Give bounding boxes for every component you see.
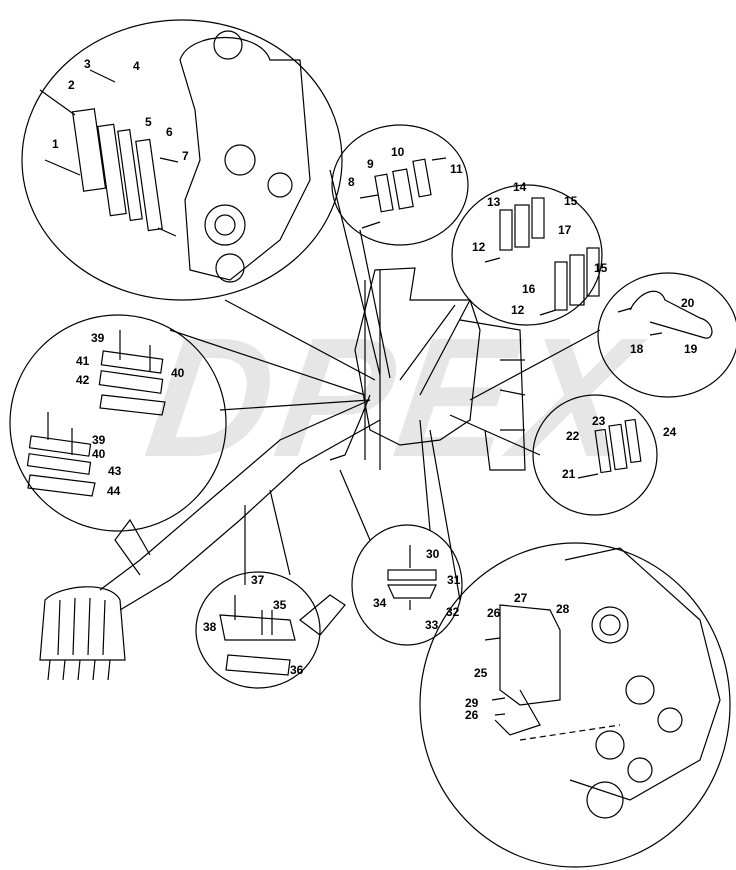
callout-3: 3	[84, 57, 91, 71]
callout-23: 23	[592, 414, 606, 428]
callout-30: 30	[426, 547, 440, 561]
detail-circle-left	[9, 314, 227, 532]
callout-41: 41	[76, 354, 90, 368]
part-1-plate	[71, 108, 107, 192]
callout-42: 42	[76, 373, 90, 387]
callout-8: 8	[348, 175, 355, 189]
callout-38: 38	[203, 620, 217, 634]
callout-4: 4	[133, 59, 140, 73]
callout-22: 22	[566, 429, 580, 443]
callout-31: 31	[447, 573, 461, 587]
callout-1: 1	[52, 137, 59, 151]
callout-2: 2	[68, 78, 75, 92]
callout-10: 10	[391, 145, 405, 159]
callout-29: 29	[465, 696, 479, 710]
callout-18: 18	[630, 342, 644, 356]
detail-circle-bottom-right	[419, 542, 731, 868]
callout-15-lower: 15	[594, 261, 608, 275]
callout-40-upper: 40	[171, 366, 185, 380]
detail-circle-bottom-left	[195, 571, 321, 689]
callout-13: 13	[487, 195, 501, 209]
callout-35: 35	[273, 598, 287, 612]
callout-44: 44	[107, 484, 121, 498]
callout-6: 6	[166, 125, 173, 139]
part-5-clamp	[97, 123, 127, 217]
callout-12-upper: 12	[472, 240, 486, 254]
part-6-plate	[135, 138, 163, 232]
callout-5: 5	[145, 115, 152, 129]
callout-37: 37	[251, 573, 265, 587]
callout-24: 24	[663, 425, 677, 439]
callout-43: 43	[108, 464, 122, 478]
detail-circle-right-mid	[532, 394, 658, 516]
callout-9: 9	[367, 157, 374, 171]
callout-20: 20	[681, 296, 695, 310]
callout-32: 32	[446, 605, 460, 619]
part-5b-clamp	[117, 128, 143, 222]
callout-14: 14	[513, 180, 527, 194]
detail-circle-bottom-mid	[351, 524, 463, 646]
callout-27: 27	[514, 591, 528, 605]
callout-26-upper: 26	[487, 606, 501, 620]
callout-16: 16	[522, 282, 536, 296]
callout-19: 19	[684, 342, 698, 356]
callout-15-upper: 15	[564, 194, 578, 208]
callout-33: 33	[425, 618, 439, 632]
callout-21: 21	[562, 467, 576, 481]
detail-circle-top-left	[21, 19, 343, 301]
callout-7: 7	[182, 149, 189, 163]
callout-28: 28	[556, 602, 570, 616]
detail-circle-handle	[597, 272, 736, 398]
callout-17: 17	[558, 223, 572, 237]
callout-26-lower: 26	[465, 708, 479, 722]
detail-circle-arm-mount	[331, 124, 469, 246]
callout-36: 36	[290, 663, 304, 677]
detail-circle-right-top	[451, 184, 603, 326]
callout-34: 34	[373, 596, 387, 610]
callout-40-lower: 40	[92, 447, 106, 461]
callout-39-upper: 39	[91, 331, 105, 345]
callout-39-lower: 39	[92, 433, 106, 447]
callout-11: 11	[450, 162, 463, 176]
callout-12-lower: 12	[511, 303, 525, 317]
callout-25: 25	[474, 666, 488, 680]
